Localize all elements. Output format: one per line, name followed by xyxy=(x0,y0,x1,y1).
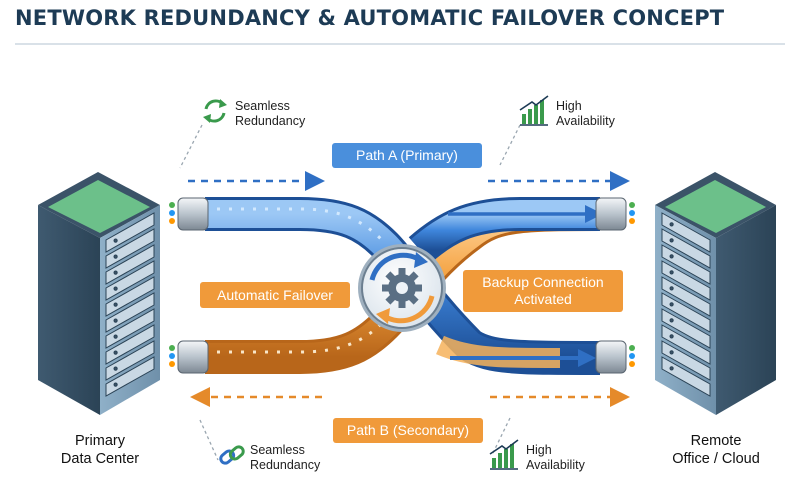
server-led xyxy=(113,254,118,259)
automatic-failover-label: Automatic Failover xyxy=(200,282,350,308)
server-led xyxy=(113,350,118,355)
server-led xyxy=(669,222,674,227)
server-led xyxy=(669,270,674,275)
server-slot xyxy=(661,308,711,349)
server-led xyxy=(669,238,674,243)
server-led xyxy=(113,286,118,291)
backup-connection-line2: Activated xyxy=(514,291,572,307)
server-led xyxy=(669,334,674,339)
leader-line-bottom-right xyxy=(491,417,511,456)
gear-sync-icon xyxy=(369,252,435,324)
feature-bottom-right: High Availability xyxy=(526,443,585,473)
server-slot xyxy=(105,324,155,365)
server-slot xyxy=(661,292,711,333)
left-top-connector xyxy=(169,197,209,231)
feature-top-left-line2: Redundancy xyxy=(235,114,306,128)
title-divider xyxy=(15,43,785,45)
server-slot xyxy=(105,308,155,349)
feature-bottom-left: Seamless Redundancy xyxy=(250,443,320,473)
server-slot xyxy=(661,340,711,381)
server-slot xyxy=(661,244,711,285)
right-endpoint-caption: Remote Office / Cloud xyxy=(646,432,786,468)
server-slot xyxy=(661,228,711,269)
server-led xyxy=(113,318,118,323)
backup-connection-label: Backup Connection Activated xyxy=(463,270,623,312)
right-top-connector xyxy=(595,197,635,231)
feature-bottom-right-line1: High xyxy=(526,443,552,457)
server-led xyxy=(113,302,118,307)
right-server-rack-icon xyxy=(655,172,776,415)
right-endpoint-line2: Office / Cloud xyxy=(672,451,760,467)
server-slot xyxy=(105,212,155,253)
leader-line-top-right xyxy=(499,124,521,166)
bar-chart-icon-top xyxy=(519,95,549,126)
bar-chart-icon-bottom xyxy=(489,439,519,470)
feature-top-right-line1: High xyxy=(556,99,582,113)
server-slot xyxy=(105,260,155,301)
server-slot xyxy=(105,340,155,381)
server-slot xyxy=(661,276,711,317)
server-led xyxy=(113,382,118,387)
server-slot xyxy=(105,228,155,269)
server-led xyxy=(113,334,118,339)
server-slot xyxy=(661,324,711,365)
server-slot xyxy=(105,276,155,317)
feature-bottom-left-line2: Redundancy xyxy=(250,458,321,472)
server-slot xyxy=(105,356,155,397)
leader-line-bottom-left xyxy=(199,419,219,461)
server-slot xyxy=(661,356,711,397)
feature-top-left: Seamless Redundancy xyxy=(235,99,305,129)
server-slot xyxy=(661,212,711,253)
left-endpoint-caption: Primary Data Center xyxy=(30,432,170,468)
server-led xyxy=(113,238,118,243)
leader-line-top-left xyxy=(179,124,203,169)
server-led xyxy=(669,286,674,291)
feature-bottom-left-line1: Seamless xyxy=(250,443,305,457)
right-bottom-connector xyxy=(595,340,635,374)
server-led xyxy=(669,302,674,307)
feature-top-right: High Availability xyxy=(556,99,615,129)
path-a-label: Path A (Primary) xyxy=(332,143,482,168)
server-led xyxy=(669,254,674,259)
sync-icon xyxy=(203,99,227,123)
server-led xyxy=(669,350,674,355)
server-led xyxy=(669,318,674,323)
server-slot xyxy=(105,292,155,333)
left-endpoint-line1: Primary xyxy=(75,433,125,449)
server-led xyxy=(113,270,118,275)
server-led xyxy=(669,366,674,371)
left-bottom-connector xyxy=(169,340,209,374)
feature-top-right-line2: Availability xyxy=(556,114,615,128)
primary-path-cable-overlay xyxy=(408,197,603,368)
path-b-label: Path B (Secondary) xyxy=(333,418,483,443)
right-endpoint-line1: Remote xyxy=(690,433,742,449)
link-icon xyxy=(219,445,245,465)
feature-top-left-line1: Seamless xyxy=(235,99,290,113)
server-slot xyxy=(661,260,711,301)
left-endpoint-line2: Data Center xyxy=(60,451,140,467)
diagram-title: NETWORK REDUNDANCY & AUTOMATIC FAILOVER … xyxy=(15,6,725,30)
server-led xyxy=(113,366,118,371)
left-server-rack-icon xyxy=(38,172,160,415)
backup-connection-line1: Backup Connection xyxy=(482,274,604,290)
server-slot xyxy=(105,244,155,285)
failover-hub xyxy=(358,244,446,332)
feature-bottom-right-line2: Availability xyxy=(526,458,585,472)
